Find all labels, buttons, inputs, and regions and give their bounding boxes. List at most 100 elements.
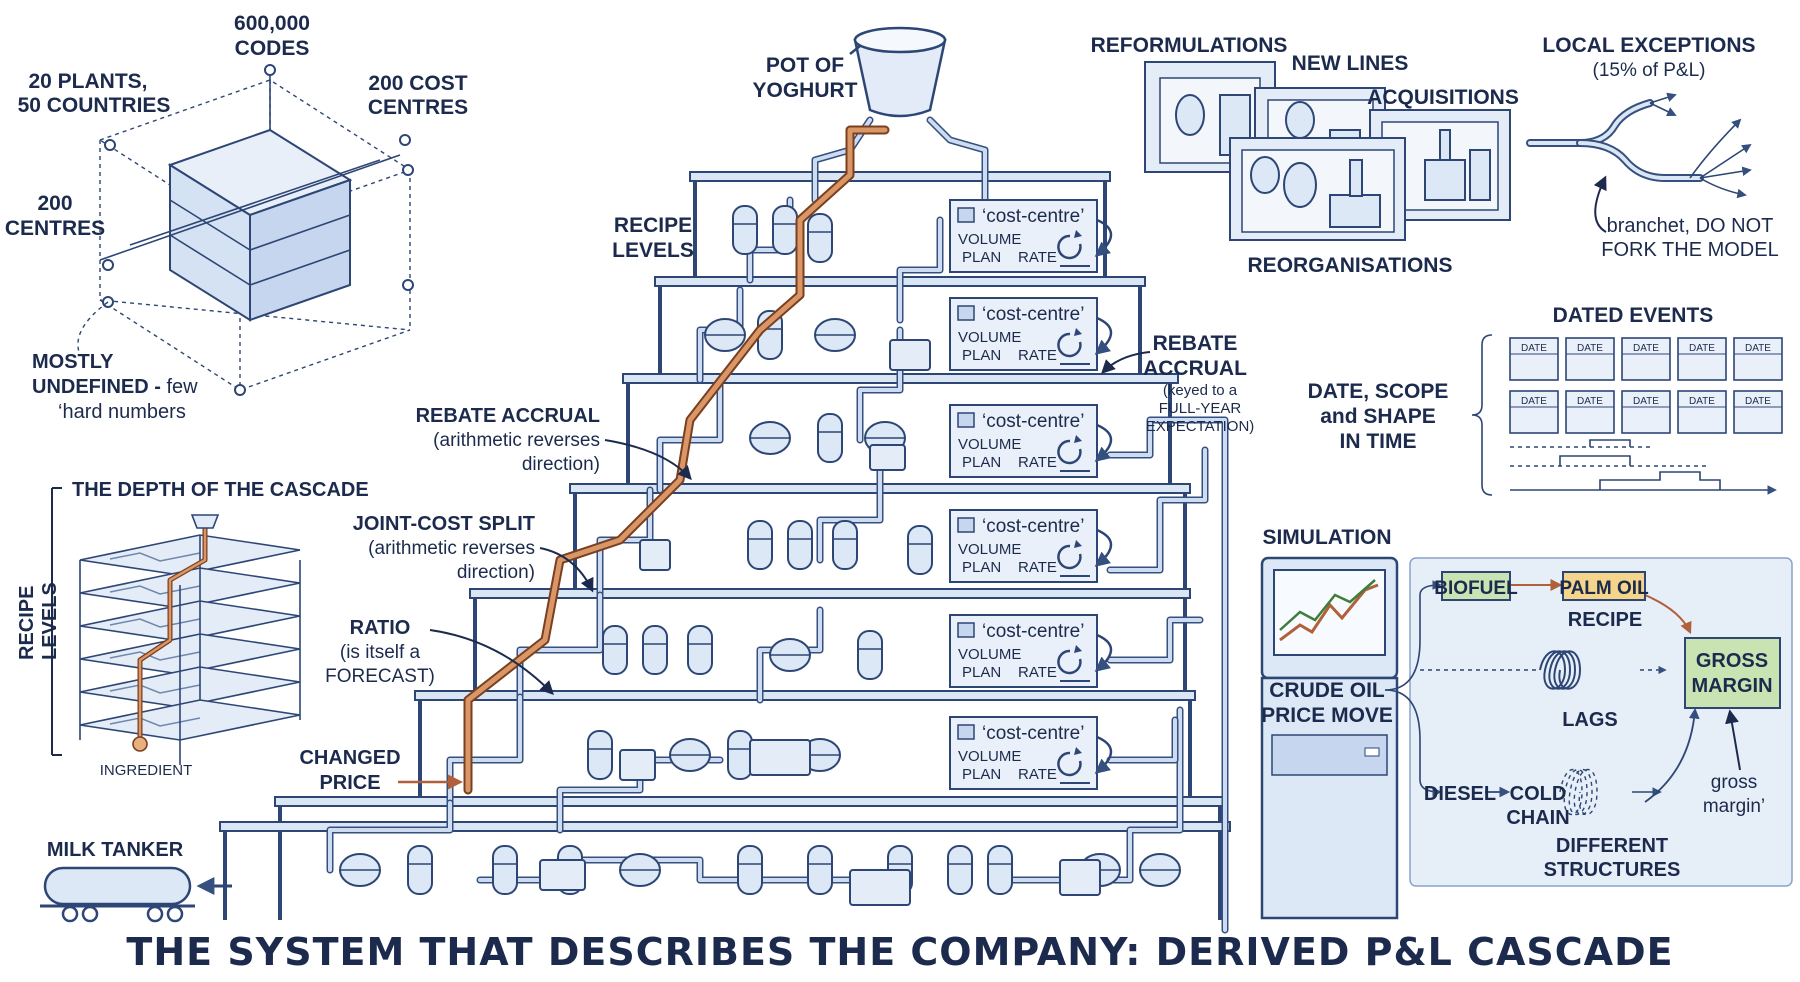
chart-icon xyxy=(957,622,975,638)
events-title: DATED EVENTS xyxy=(1553,304,1714,327)
gm-note-2: margin’ xyxy=(1703,796,1765,817)
rebate-right-arrow xyxy=(1101,351,1151,374)
reorganisations-label: REORGANISATIONS xyxy=(1248,254,1453,277)
cost-centres-label-2: CENTRES xyxy=(368,96,468,119)
structures-1: DIFFERENT xyxy=(1556,835,1668,857)
date-card: DATE xyxy=(1509,390,1559,434)
rate-label: RATE xyxy=(1018,454,1057,471)
volume-label: VOLUME xyxy=(958,231,1021,248)
biofuel-label: BIOFUEL xyxy=(1434,578,1518,599)
loop-arrow xyxy=(1094,316,1113,355)
svg-text:DATE: DATE xyxy=(1689,343,1715,354)
palm-oil-box xyxy=(1562,571,1646,601)
gm-note-1: gross xyxy=(1711,772,1757,793)
diesel-label: DIESEL xyxy=(1424,783,1496,805)
recipe-levels-label-1: RECIPE xyxy=(614,214,692,237)
date-card: DATE xyxy=(1677,390,1727,434)
rate-label: RATE xyxy=(1018,559,1057,576)
gross-margin-2: MARGIN xyxy=(1691,675,1772,697)
simulation-trigger-2: PRICE MOVE xyxy=(1261,704,1393,727)
cost-centre-title: ‘cost-centre’ xyxy=(982,206,1084,227)
cube-note-2b: few xyxy=(166,376,198,398)
joint-line1: (arithmetic reverses xyxy=(368,538,535,559)
svg-text:DATE: DATE xyxy=(1633,343,1659,354)
volume-label: VOLUME xyxy=(958,436,1021,453)
acquisitions-label: ACQUISITIONS xyxy=(1367,86,1519,109)
cube-note-2a: UNDEFINED - xyxy=(32,376,166,398)
tanker-label: MILK TANKER xyxy=(47,839,184,861)
gross-margin-1: GROSS xyxy=(1696,650,1768,672)
svg-text:DATE: DATE xyxy=(1745,343,1771,354)
events-left-3: IN TIME xyxy=(1340,430,1417,453)
rate-label: RATE xyxy=(1018,347,1057,364)
refresh-icon xyxy=(1057,435,1082,465)
changes-cards xyxy=(1144,61,1511,241)
plan-label: PLAN xyxy=(962,559,1001,576)
plants-label-2: 50 COUNTRIES xyxy=(18,94,171,117)
centres-label: CENTRES xyxy=(5,217,105,240)
loop-arrow xyxy=(1094,423,1113,462)
changed-price-1: CHANGED xyxy=(299,747,400,769)
svg-text:DATE: DATE xyxy=(1521,396,1547,407)
date-card: DATE xyxy=(1621,390,1671,434)
loop-arrow xyxy=(1094,218,1113,257)
rebate-left-arrow xyxy=(604,439,692,481)
date-card: DATE xyxy=(1733,337,1783,381)
depth-side-label-1: RECIPE xyxy=(16,586,38,660)
simulation-flows xyxy=(1384,579,1741,816)
refresh-icon xyxy=(1057,540,1082,570)
ingredient-label: INGREDIENT xyxy=(100,762,193,779)
svg-text:UNDEFINED - few: UNDEFINED - few xyxy=(32,376,198,398)
recipe-label: RECIPE xyxy=(1568,609,1642,631)
svg-text:DATE: DATE xyxy=(1745,396,1771,407)
simulation-terminal xyxy=(1260,556,1399,920)
yoghurt-cup xyxy=(849,26,947,118)
cost-centres-label-1: 200 COST xyxy=(368,72,467,95)
refresh-icon xyxy=(1057,230,1082,260)
depth-side-label-2: LEVELS xyxy=(39,582,61,660)
depth-title: THE DEPTH OF THE CASCADE xyxy=(72,479,369,501)
plan-label: PLAN xyxy=(962,249,1001,266)
ratio-line2: FORECAST) xyxy=(325,666,435,687)
svg-text:DATE: DATE xyxy=(1577,343,1603,354)
refresh-icon xyxy=(1057,645,1082,675)
rate-label: RATE xyxy=(1018,664,1057,681)
date-card: DATE xyxy=(1677,337,1727,381)
plants-label-1: 20 PLANTS, xyxy=(28,70,147,93)
volume-label: VOLUME xyxy=(958,329,1021,346)
date-card: DATE xyxy=(1733,390,1783,434)
centres-count: 200 xyxy=(37,192,72,215)
simulation-trigger-1: CRUDE OIL xyxy=(1269,679,1385,702)
ratio-arrow xyxy=(429,629,554,695)
chart-icon xyxy=(957,412,975,428)
palm-oil-label: PALM OIL xyxy=(1559,578,1649,599)
ratio-title: RATIO xyxy=(350,617,411,639)
volume-label: VOLUME xyxy=(958,748,1021,765)
events-left-1: DATE, SCOPE xyxy=(1308,380,1449,403)
rebate-left-title: REBATE ACCRUAL xyxy=(416,405,600,427)
loop-arrow xyxy=(1094,528,1113,567)
events-left-2: and SHAPE xyxy=(1320,405,1436,428)
rebate-left-line2: direction) xyxy=(522,454,600,475)
loop-arrow xyxy=(1094,633,1113,672)
changed-price-2: PRICE xyxy=(319,772,380,794)
codes-count: 600,000 xyxy=(234,12,310,35)
svg-text:DATE: DATE xyxy=(1577,396,1603,407)
volume-label: VOLUME xyxy=(958,541,1021,558)
page-title: THE SYSTEM THAT DESCRIBES THE COMPANY: D… xyxy=(126,930,1673,974)
codes-label: CODES xyxy=(235,37,310,60)
chart-icon xyxy=(957,207,975,223)
chart-icon xyxy=(957,517,975,533)
refresh-icon xyxy=(1057,328,1082,358)
joint-title: JOINT-COST SPLIT xyxy=(353,513,535,535)
plan-label: PLAN xyxy=(962,766,1001,783)
plan-label: PLAN xyxy=(962,454,1001,471)
svg-text:DATE: DATE xyxy=(1521,343,1547,354)
cube-note-1: MOSTLY xyxy=(32,351,114,373)
